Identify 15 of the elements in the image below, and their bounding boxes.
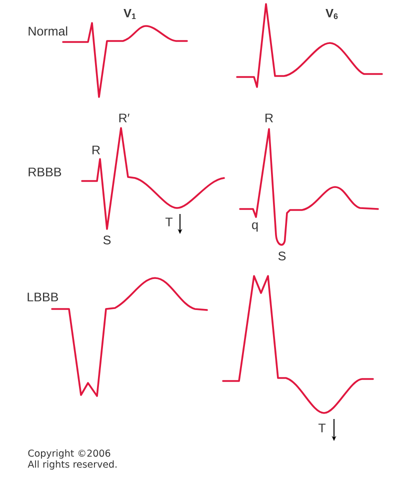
wave-label: R′ [119, 114, 130, 122]
wave-label: q [252, 222, 258, 232]
wave-label: S [103, 236, 111, 244]
wave-label: R [266, 114, 273, 122]
row-label: LBBB [28, 292, 58, 302]
copyright-notice: Copyright ©2006 [28, 449, 110, 459]
wave-label: T [318, 424, 326, 432]
row-label: RBBB [28, 168, 62, 176]
lead-label: V$_{6}$ [326, 8, 338, 20]
row-label: Normal [28, 26, 68, 36]
wave-label: S [278, 252, 286, 260]
copyright-notice: All rights reserved. [28, 460, 117, 470]
lead-label: V$_{1}$ [124, 8, 136, 20]
wave-label: R [92, 146, 100, 154]
wave-label: T [165, 218, 173, 226]
